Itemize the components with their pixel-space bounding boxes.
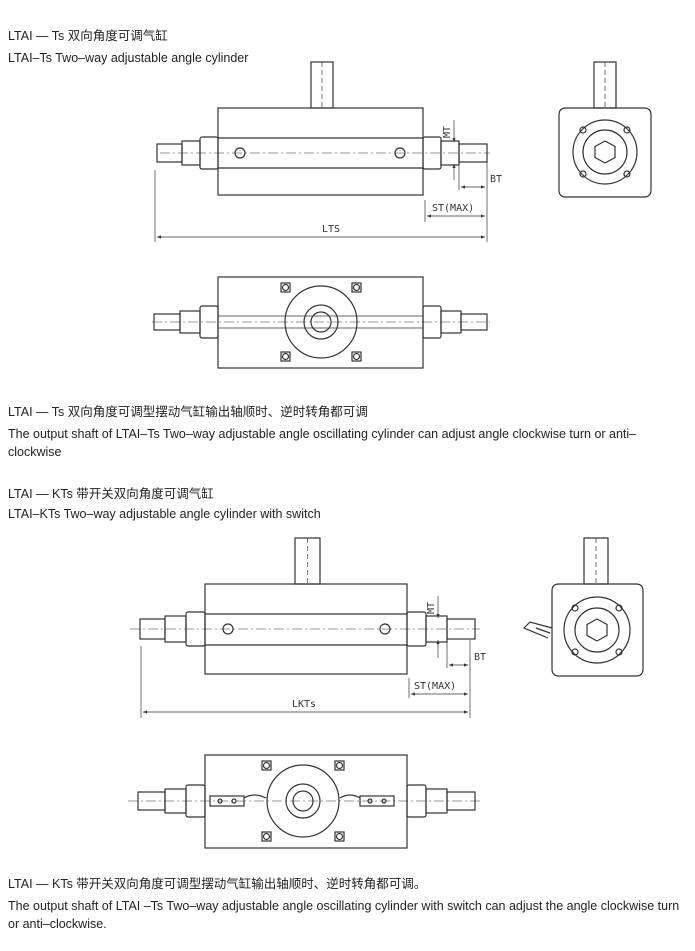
section1-title-en: LTAI–Ts Two–way adjustable angle cylinde… (8, 51, 249, 65)
section1-dim-mt: MT (442, 126, 453, 138)
section2-description-en: The output shaft of LTAI –Ts Two–way adj… (8, 899, 680, 931)
section2-side-view (130, 537, 480, 718)
section1-end-view (558, 61, 652, 198)
section1-description-cn: LTAI — Ts 双向角度可调型摆动气缸输出轴顺时、逆时转角都可调 (8, 405, 368, 419)
section1-description-en: The output shaft of LTAI–Ts Two–way adju… (8, 427, 637, 459)
section2-description-cn: LTAI — KTs 带开关双向角度可调型摆动气缸输出轴顺时、逆时转角都可调。 (8, 877, 427, 891)
section1-dim-bt: BT (490, 174, 502, 185)
section2-dim-bt: BT (474, 652, 486, 663)
section2-end-view (522, 537, 644, 677)
section2-dim-stroke: ST(MAX) (414, 681, 456, 692)
section2-top-view (128, 754, 480, 849)
section2-title-en: LTAI–KTs Two–way adjustable angle cylind… (8, 507, 321, 521)
section1-dim-stroke: ST(MAX) (432, 203, 474, 214)
section1-title-cn: LTAI — Ts 双向角度可调气缸 (8, 29, 168, 43)
section1-dim-total: LTS (322, 224, 340, 235)
section2-title-cn: LTAI — KTs 带开关双向角度可调气缸 (8, 487, 214, 501)
section2-dim-mt: MT (426, 602, 437, 614)
section1-side-view (154, 61, 490, 242)
section1-top-view (152, 276, 490, 369)
section2-dim-total: LKTs (292, 699, 316, 710)
